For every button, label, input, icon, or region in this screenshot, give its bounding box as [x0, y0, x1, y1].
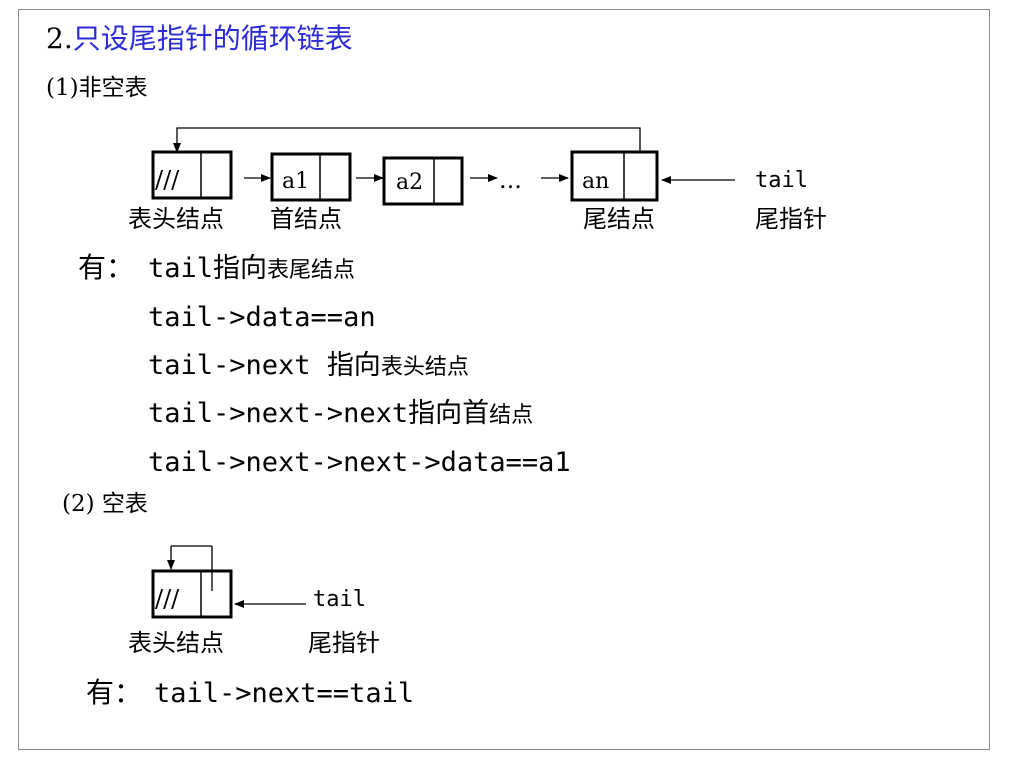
empty-label-head-node: 表头结点	[128, 629, 224, 657]
statement-3-cn-small: 表头结点	[380, 355, 469, 380]
statement-4-code: tail->next->next	[148, 398, 409, 429]
label-head-node: 表头结点	[128, 205, 224, 233]
node-an: an	[570, 150, 659, 202]
node-a1-data: a1	[282, 169, 309, 194]
statement-4-cn-small: 结点	[489, 403, 534, 428]
head-node: ///	[151, 150, 233, 200]
tail-label: tail	[755, 168, 808, 193]
ellipsis: ...	[499, 166, 522, 194]
label-last-node: 尾结点	[583, 205, 655, 233]
node-a2: a2	[382, 156, 464, 206]
empty-label-tail-pointer: 尾指针	[308, 629, 380, 657]
node-an-data: an	[582, 169, 609, 194]
node-a2-data: a2	[396, 170, 423, 195]
statement-4-cn: 指向首	[408, 398, 490, 429]
statement-3-code: tail->next	[148, 350, 327, 381]
statement-1-code: tail	[148, 253, 214, 284]
circular-link-arrow	[173, 127, 641, 168]
statement-5: tail->next->next->data==a1	[148, 449, 571, 476]
statement-1-cn-small: 表尾结点	[267, 258, 356, 283]
slide-frame	[18, 9, 990, 750]
node-a1: a1	[270, 152, 352, 202]
have-label-1: 有：	[78, 251, 135, 284]
statement-2-code: tail->data==an	[148, 302, 376, 333]
statement-1-cn: 指向	[213, 253, 268, 284]
empty-head-node: ///	[151, 545, 233, 619]
section2-heading: (2) 空表	[62, 491, 148, 517]
slide-title: 2.只设尾指针的循环链表	[46, 25, 353, 53]
statement-2: tail->data==an	[148, 304, 376, 331]
empty-statement-code: tail->next==tail	[154, 678, 415, 709]
statement-3-cn: 指向	[326, 350, 381, 381]
label-first-node: 首结点	[270, 205, 342, 233]
section1-heading: (1)非空表	[46, 75, 148, 101]
label-tail-pointer: 尾指针	[755, 205, 827, 233]
empty-head-node-data: ///	[155, 585, 180, 613]
have-label-2: 有：	[86, 676, 143, 709]
empty-tail-label: tail	[313, 587, 366, 612]
head-node-data: ///	[155, 166, 180, 194]
statement-5-code: tail->next->next->data==a1	[148, 447, 571, 478]
statement-1: tail指向表尾结点	[148, 255, 355, 282]
statement-4: tail->next->next指向首结点	[148, 400, 533, 427]
title-text: 只设尾指针的循环链表	[72, 22, 353, 55]
title-number: 2.	[46, 22, 73, 55]
statement-3: tail->next 指向表头结点	[148, 352, 469, 379]
